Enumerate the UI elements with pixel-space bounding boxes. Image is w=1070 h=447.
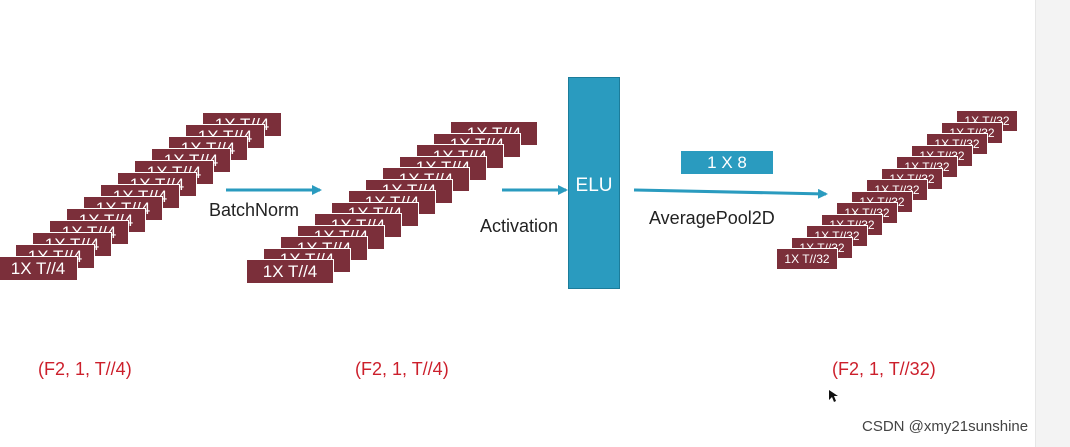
mouse-cursor-icon [829, 390, 838, 402]
pool-label: AveragePool2D [649, 208, 775, 228]
watermark: CSDN @xmy21sunshine [862, 418, 1029, 435]
batchnorm-label: BatchNorm [209, 200, 300, 220]
activation-label: Activation [480, 216, 559, 236]
pool-shape-label: (F2, 1, T//32) [832, 359, 936, 379]
elu-block: ELU [568, 77, 620, 289]
pool-kernel-box: 1 X 8 [681, 151, 773, 174]
input-shape-label: (F2, 1, T//4) [38, 359, 132, 379]
stack-slice: 1X T//32 [776, 248, 838, 270]
batchnorm-shape-label: (F2, 1, T//4) [355, 359, 449, 379]
right-margin [1035, 0, 1070, 447]
pool-arrow [633, 188, 828, 199]
elu-label: ELU [575, 175, 613, 196]
stack-slice: 1X T//4 [246, 259, 334, 284]
stack-slice: 1X T//4 [0, 256, 78, 281]
pool-kernel-label: 1 X 8 [707, 152, 747, 172]
